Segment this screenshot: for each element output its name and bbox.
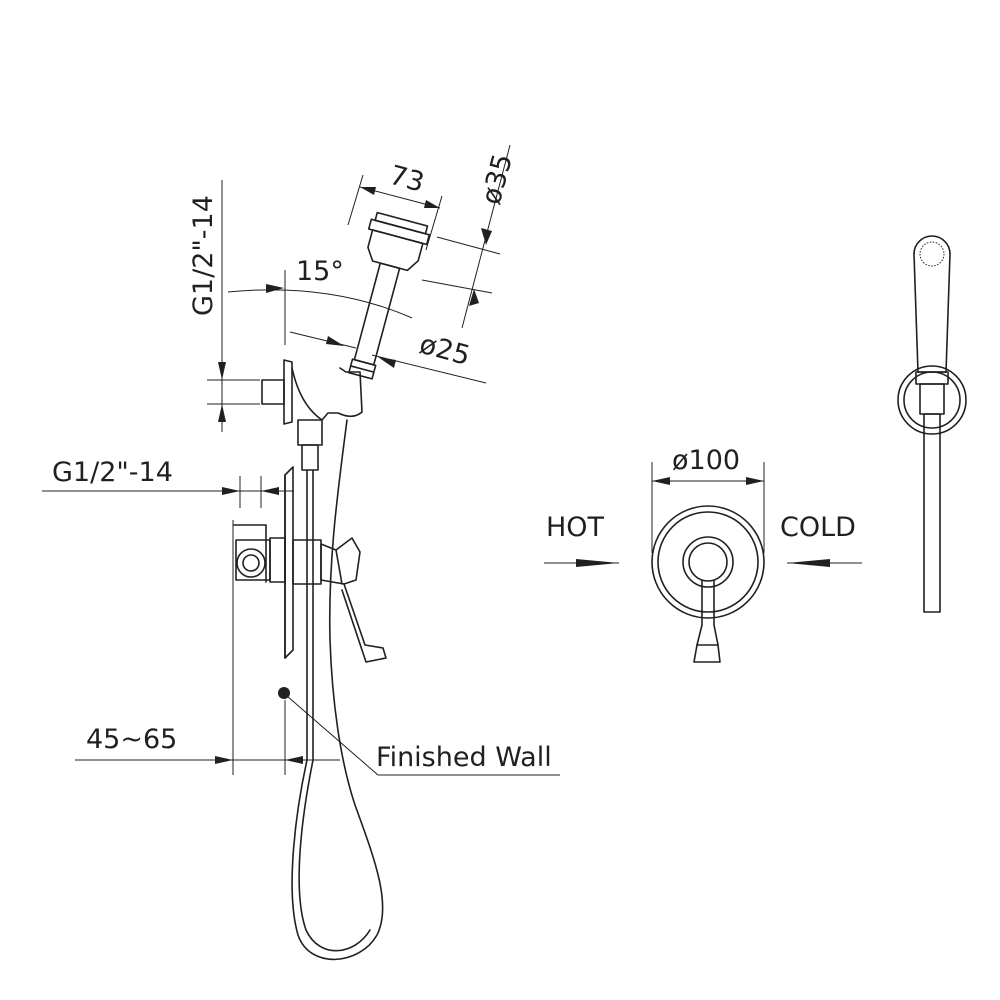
label-cold: COLD — [780, 512, 856, 543]
side-view: G1/2"-14 — [42, 144, 560, 961]
holder-bracket — [261, 359, 363, 471]
dimension-angle-15: 15° — [227, 256, 413, 345]
front-view: ø100 HOT COLD — [544, 445, 862, 663]
label-45-65: 45~65 — [86, 724, 177, 755]
hose-side — [291, 419, 384, 961]
label-d35: ø35 — [476, 151, 519, 208]
dimension-g-thread-horizontal: G1/2"-14 — [42, 457, 294, 508]
dimension-d35: ø35 — [421, 144, 519, 329]
dimension-d100: ø100 — [651, 445, 765, 553]
label-d100: ø100 — [672, 445, 740, 476]
hot-indicator: HOT — [544, 512, 619, 567]
valve-body-side — [233, 524, 387, 663]
wall-plate — [284, 466, 294, 659]
dimension-d25: ø25 — [289, 329, 487, 384]
spray-head — [348, 211, 431, 380]
handset-view — [897, 235, 967, 613]
cold-indicator: COLD — [780, 512, 862, 567]
label-d25: ø25 — [416, 329, 473, 372]
label-angle-15: 15° — [296, 256, 344, 287]
label-g-thread-vertical: G1/2"-14 — [188, 195, 219, 316]
label-hot: HOT — [546, 512, 605, 543]
valve-front — [651, 505, 765, 663]
dimension-45-65: 45~65 — [75, 520, 340, 775]
label-g-thread-horizontal: G1/2"-14 — [52, 457, 173, 488]
label-finished-wall: Finished Wall — [376, 742, 552, 773]
label-73: 73 — [386, 160, 427, 199]
finished-wall-reference: Finished Wall — [278, 687, 560, 776]
dimension-g-thread-vertical: G1/2"-14 — [188, 180, 260, 432]
